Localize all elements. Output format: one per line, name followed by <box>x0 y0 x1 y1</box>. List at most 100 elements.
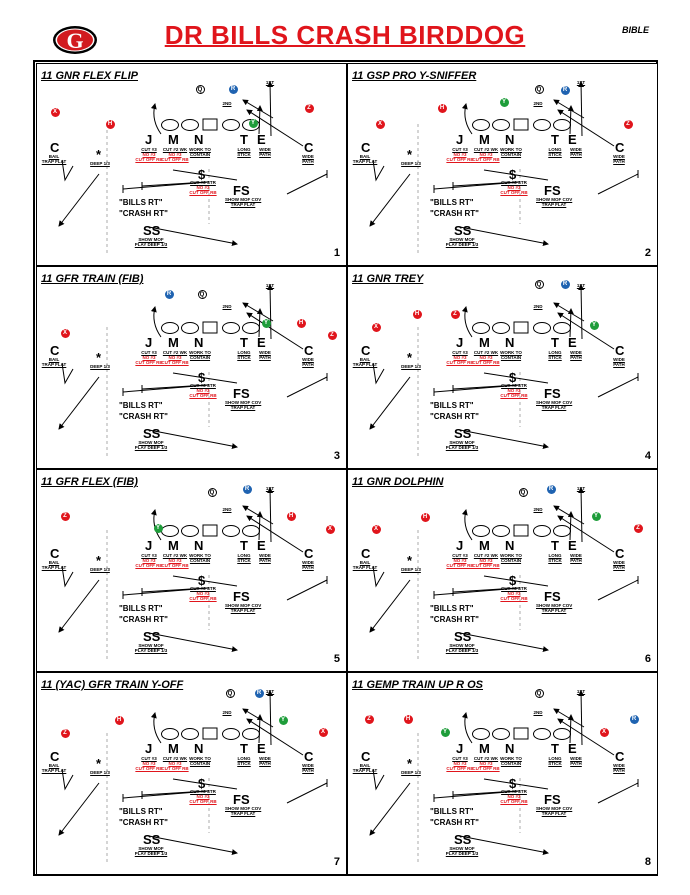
ss-note: SHOW MOF <box>138 846 164 851</box>
t-note: STICK <box>237 355 251 360</box>
offense-player-r: R <box>164 289 174 299</box>
m-note: CUT #2 WK <box>162 756 188 761</box>
m-note-red: CUT OFF RB <box>472 766 500 771</box>
e-note: WIDE <box>570 350 582 355</box>
dollar-path <box>141 181 208 187</box>
defender-c-left: C <box>50 749 60 764</box>
n-note: CONTAIN <box>189 355 211 360</box>
defender-n: N <box>505 741 515 756</box>
c-bail-path <box>372 768 385 791</box>
j-note-red: NO #3 <box>453 152 467 157</box>
first-read-note: 1ST <box>265 689 275 694</box>
lineman-oval <box>242 322 260 334</box>
j-note-red: NO #3 <box>453 761 467 766</box>
offense-player-z: Z <box>60 728 70 738</box>
defender-c-left: C <box>361 546 371 561</box>
dollar-note-red: CUT OFF RB <box>189 190 217 195</box>
lineman-oval <box>492 525 510 537</box>
c-left-note: TRAP FLAT <box>41 362 67 367</box>
fs-note: SHOW MOF COV <box>225 806 262 811</box>
defender-dollar: $ <box>509 573 517 588</box>
page-title: DR BILLS CRASH BIRDDOG <box>164 20 526 50</box>
dollar-note: CUT #3 STR <box>190 180 216 185</box>
play-title: 11 GFR TRAIN (FIB) <box>41 273 144 285</box>
defender-j: J <box>456 335 464 350</box>
offense-player-r: R <box>242 484 252 494</box>
dollar-note-red: CUT OFF RB <box>189 799 217 804</box>
offense-player-h: H <box>403 714 413 724</box>
fs-path <box>286 376 328 398</box>
offense-player-z: Z <box>304 103 314 113</box>
n-path <box>172 372 238 384</box>
lineman-oval <box>181 525 199 537</box>
defender-c-right: C <box>304 749 314 764</box>
m-note-red: NO #3 <box>168 761 182 766</box>
ss-note: SHOW MOF <box>449 237 475 242</box>
ss-note: PLAY DEEP 1/3 <box>445 851 479 856</box>
e-note: PATH <box>259 152 271 157</box>
n-note: WORK TO <box>500 147 522 152</box>
lineman-oval <box>161 322 179 334</box>
fs-path <box>286 579 328 601</box>
defender-fs: FS <box>544 183 561 198</box>
defender-ss: SS <box>143 223 161 238</box>
t-note: LONG <box>237 756 251 761</box>
second-read-note: 2ND <box>222 507 232 512</box>
e-path <box>553 302 585 322</box>
defender-t: T <box>240 741 248 756</box>
offense-player-r: R <box>560 85 570 95</box>
c-bail-path <box>61 565 74 588</box>
n-note: WORK TO <box>500 553 522 558</box>
play-title: 11 GNR DOLPHIN <box>352 476 444 488</box>
m-note-red: NO #3 <box>479 152 493 157</box>
c-right-note: WIDE <box>613 560 625 565</box>
lineman-oval <box>181 119 199 131</box>
defender-m: M <box>168 538 179 553</box>
n-path <box>172 778 238 790</box>
second-read-note: 2ND <box>222 304 232 309</box>
offense-player-z: Z <box>450 309 460 319</box>
c-left-note: TRAP FLAT <box>41 159 67 164</box>
defender-c-right: C <box>615 749 625 764</box>
m-note-red: NO #3 <box>479 355 493 360</box>
defender-c-left: C <box>50 140 60 155</box>
dollar-note: CUT #3 STR <box>501 180 527 185</box>
play-title: 11 GEMP TRAIN UP R OS <box>352 679 484 691</box>
j-note-red: CUT OFF RB <box>135 766 163 771</box>
star-note: DEEP 1/3 <box>90 770 110 775</box>
defender-m: M <box>168 335 179 350</box>
star-note: DEEP 1/3 <box>401 567 421 572</box>
offense-player-r: R <box>228 84 238 94</box>
e-note: WIDE <box>570 147 582 152</box>
dollar-note: CUT #3 STR <box>501 383 527 388</box>
c-bail-path <box>372 362 385 385</box>
defender-t: T <box>551 335 559 350</box>
defender-m: M <box>479 741 490 756</box>
offense-player-z: Z <box>60 511 70 521</box>
defender-dollar: $ <box>509 167 517 182</box>
second-read-note: 2ND <box>533 304 543 309</box>
play-number: 1 <box>333 247 340 259</box>
defender-c-right: C <box>304 140 314 155</box>
defender-e: E <box>568 132 577 147</box>
defender-star: * <box>96 147 102 162</box>
star-note: DEEP 1/3 <box>401 770 421 775</box>
m-note: CUT #2 WK <box>162 553 188 558</box>
second-read-note: 2ND <box>222 710 232 715</box>
star-drop-path <box>369 173 411 227</box>
c-right-note: WIDE <box>613 763 625 768</box>
coverage-call: "CRASH RT" <box>119 615 168 624</box>
offense-player-x: X <box>318 727 328 737</box>
play-diagram <box>58 690 328 863</box>
defender-star: * <box>96 553 102 568</box>
e-note: WIDE <box>259 147 271 152</box>
c-left-note: BAIL <box>48 154 60 159</box>
dollar-note-red: NO #3 <box>196 591 210 596</box>
m-note: CUT #2 WK <box>473 350 499 355</box>
lineman-oval <box>492 119 510 131</box>
defender-j: J <box>145 132 153 147</box>
t-note: LONG <box>548 350 562 355</box>
lineman-oval <box>553 119 571 131</box>
